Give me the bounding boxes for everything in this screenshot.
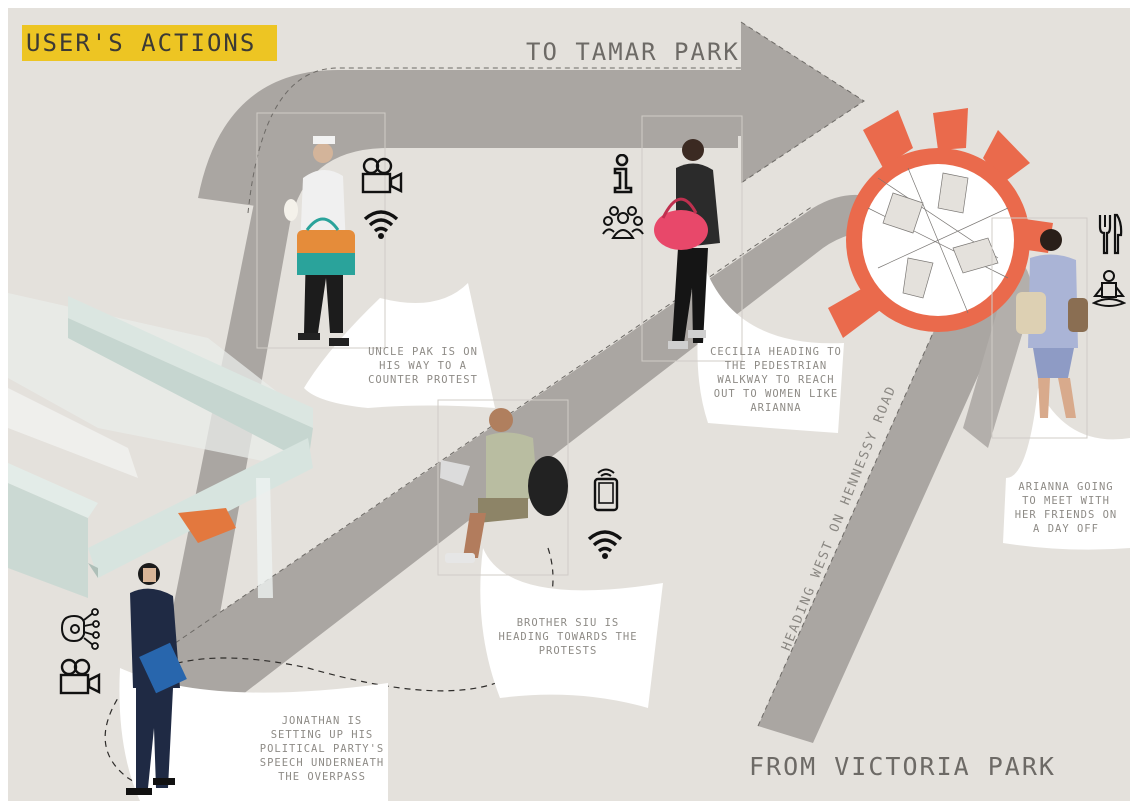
wifi-icon xyxy=(362,208,400,240)
network-icon xyxy=(56,608,100,650)
info-icon xyxy=(612,154,634,194)
scene-illustration xyxy=(8,8,1130,801)
caption-jonathan: JONATHAN IS SETTING UP HIS POLITICAL PAR… xyxy=(256,714,388,784)
caption-uncle-pak: UNCLE PAK IS ON HIS WAY TO A COUNTER PRO… xyxy=(360,345,486,387)
diagram-canvas: USER'S ACTIONS TO TAMAR PARK FROM VICTOR… xyxy=(8,8,1130,801)
group-icon xyxy=(602,204,644,240)
caption-cecilia: CECILIA HEADING TO THE PEDESTRIAN WALKWA… xyxy=(710,345,842,415)
title-label: USER'S ACTIONS xyxy=(22,25,277,61)
caption-brother-siu: BROTHER SIU IS HEADING TOWARDS THE PROTE… xyxy=(498,616,638,658)
caption-arianna: ARIANNA GOING TO MEET WITH HER FRIENDS O… xyxy=(1008,480,1124,536)
video-camera-icon xyxy=(360,157,404,195)
video-camera-icon xyxy=(58,658,102,696)
cutlery-icon xyxy=(1097,213,1123,255)
meditation-icon xyxy=(1092,269,1126,309)
smartphone-icon xyxy=(592,464,620,512)
wifi-icon xyxy=(586,528,624,560)
title-text: USER'S ACTIONS xyxy=(26,29,256,57)
route-from-label: FROM VICTORIA PARK xyxy=(749,752,1056,781)
path-from-victoria-park xyxy=(758,266,1013,743)
route-to-label: TO TAMAR PARK xyxy=(526,38,740,66)
